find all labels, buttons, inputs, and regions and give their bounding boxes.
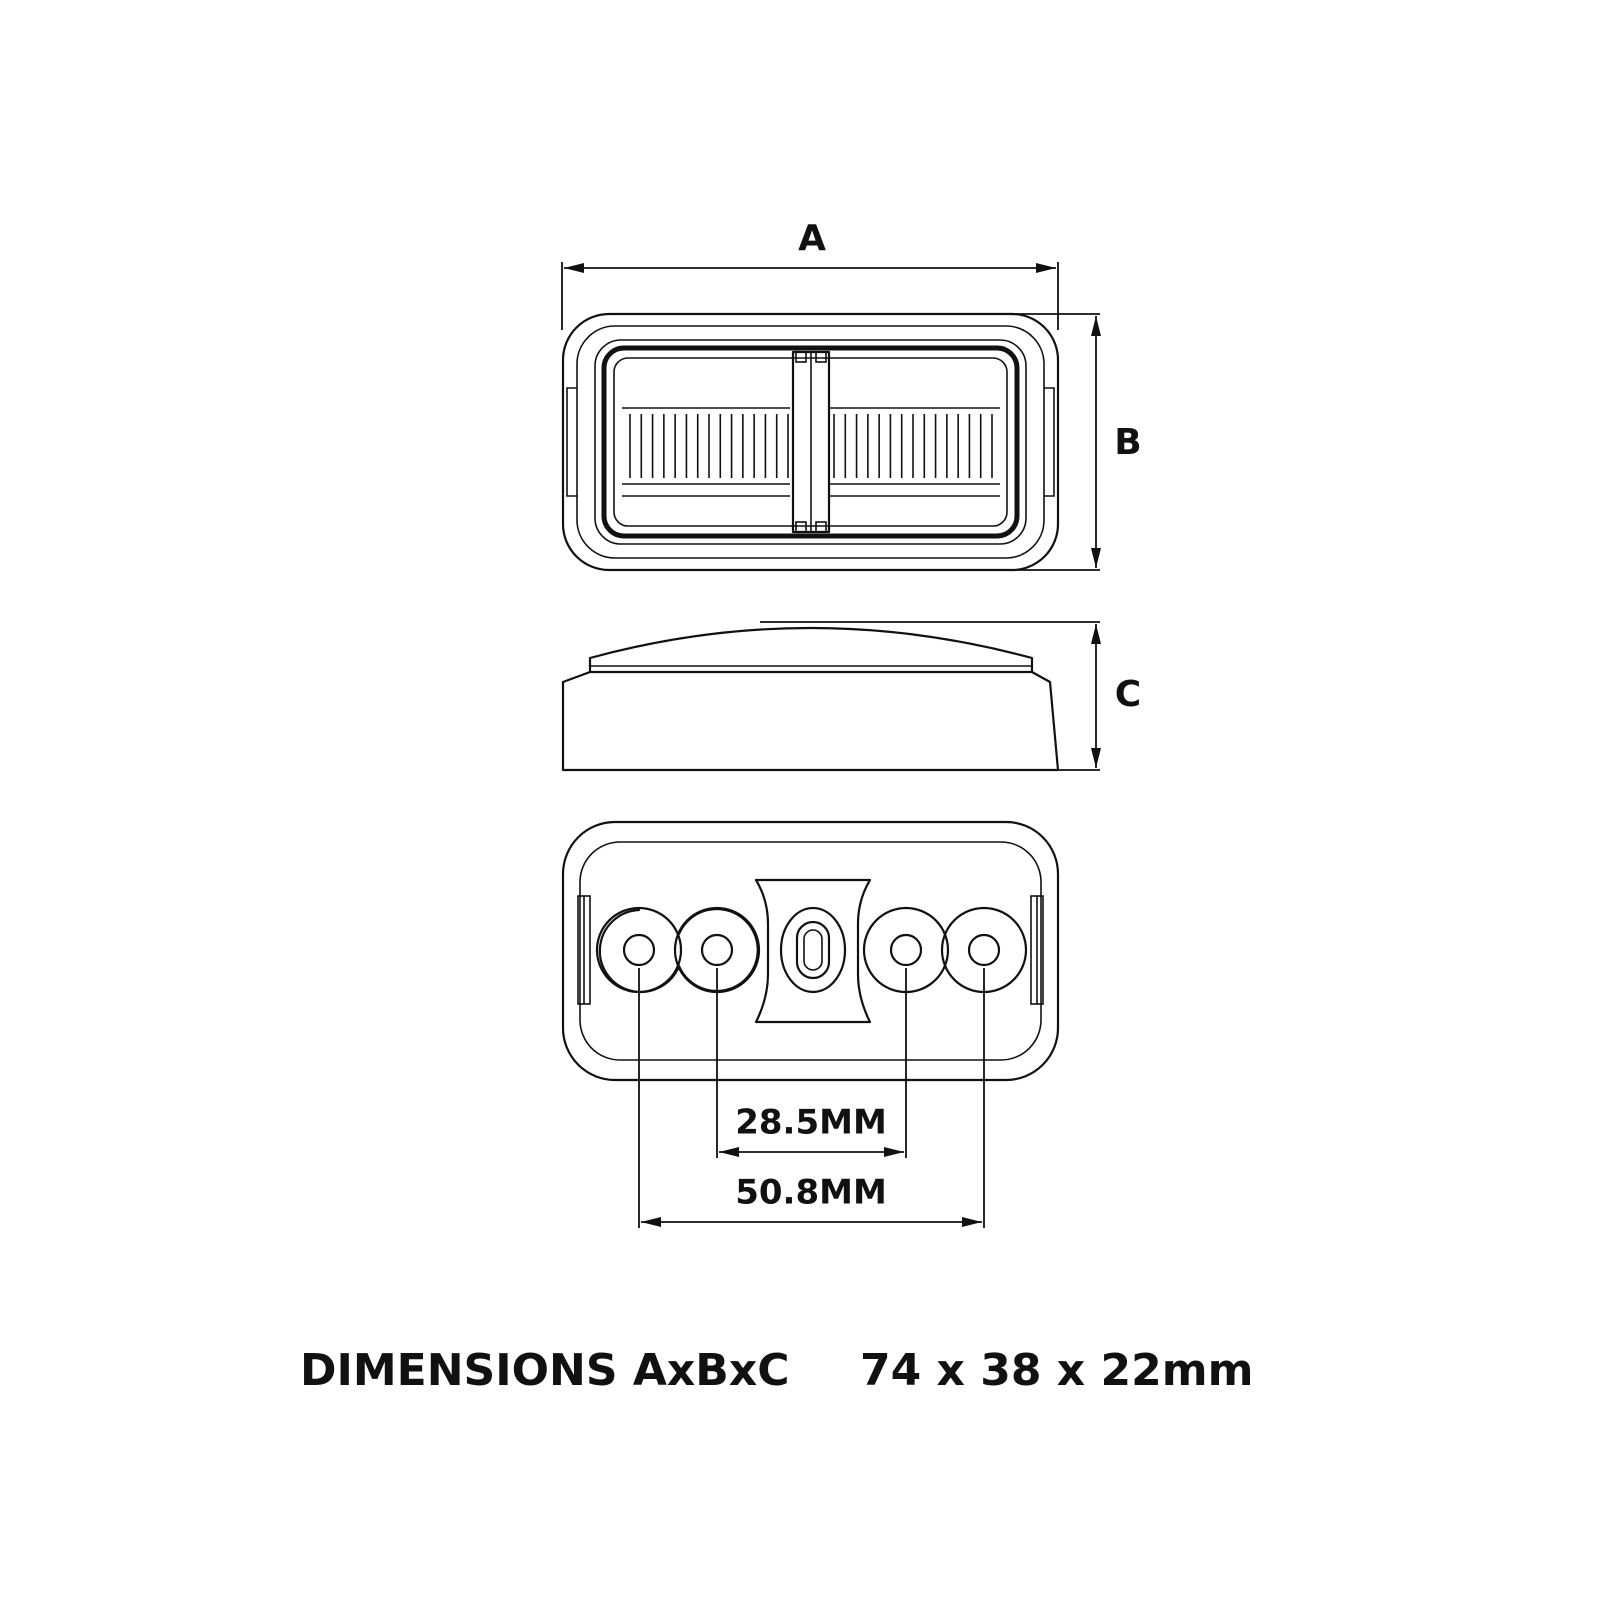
dimension-b-label: B [1114, 422, 1141, 463]
top-view [561, 312, 1060, 572]
divider-clip [795, 351, 807, 363]
mount-slot-inner [803, 929, 823, 971]
mounting-hole [889, 933, 923, 967]
top-view-housing-inner [576, 325, 1045, 559]
dimension-a-label: A [798, 218, 826, 259]
mount-slot [795, 920, 831, 980]
lens-frame-thick [601, 345, 1020, 539]
side-view-body [561, 670, 1060, 772]
mounting-hole [967, 933, 1001, 967]
dimension-b: B [1010, 313, 1142, 571]
led-ticks-left [629, 414, 789, 478]
center-mount-plate [754, 878, 872, 1024]
caption-value: 74 x 38 x 22mm [860, 1344, 1254, 1396]
side-view-lens-dome [588, 626, 1034, 674]
caption-label: DIMENSIONS AxBxC [300, 1344, 790, 1396]
mounting-hole [700, 933, 734, 967]
lens-frame-outer [594, 339, 1027, 545]
led-ticks-right [833, 414, 993, 478]
mount-slot-outer [779, 906, 847, 994]
bottom-view-housing-inner [579, 841, 1042, 1061]
top-view-right-tab [1044, 387, 1055, 497]
top-view-housing-outer [561, 312, 1060, 572]
spacing-dimensions: 28.5MM 50.8MM [638, 968, 985, 1228]
side-view [561, 626, 1060, 772]
dimension-c: C [760, 621, 1141, 771]
dimension-a: A [561, 218, 1059, 330]
inner-spacing-label: 28.5MM [735, 1103, 887, 1143]
outer-spacing-label: 50.8MM [735, 1173, 887, 1213]
divider-clip [795, 521, 807, 533]
bottom-view-housing-outer [561, 820, 1060, 1082]
top-view-left-tab [566, 387, 577, 497]
dimensions-caption: DIMENSIONS AxBxC 74 x 38 x 22mm [300, 1340, 1300, 1400]
divider-clip [815, 521, 827, 533]
dimension-c-label: C [1115, 674, 1141, 715]
divider-clip [815, 351, 827, 363]
mounting-hole [622, 933, 656, 967]
